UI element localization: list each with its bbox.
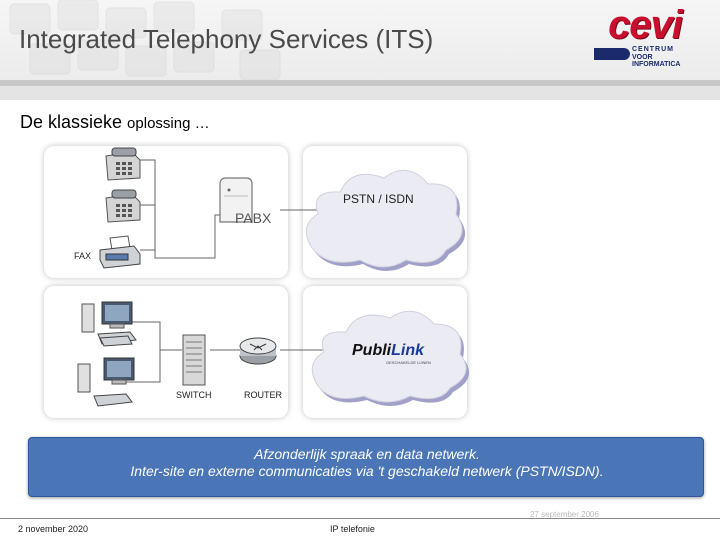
faded-date-text: 27 september 2006 <box>530 510 599 519</box>
switch-label: SWITCH <box>176 390 212 400</box>
workstation-icon <box>77 357 135 407</box>
header-banner: Integrated Telephony Services (ITS) cevi… <box>0 0 720 80</box>
summary-line-1: Afzonderlijk spraak en data netwerk. <box>254 446 480 462</box>
page-title: Integrated Telephony Services (ITS) <box>19 24 434 54</box>
header-divider <box>0 80 720 86</box>
network-switch-icon <box>182 334 206 386</box>
telephone-icon <box>105 189 141 223</box>
logo-subtitle-line1: CENTRUM <box>632 46 674 53</box>
summary-callout: Afzonderlijk spraak en data netwerk. Int… <box>28 437 704 497</box>
publilink-brand-b: Link <box>391 342 424 359</box>
keyboard-icon <box>99 335 133 347</box>
router-icon <box>239 337 277 365</box>
logo-brand-text: cevi <box>608 3 683 47</box>
footer-divider <box>0 518 720 519</box>
subtitle-main: De klassieke <box>20 112 128 132</box>
publilink-tagline: GESCHAKELDE LIJNEN <box>386 360 431 365</box>
fax-machine-icon <box>99 235 141 269</box>
subtitle-small: oplossing … <box>127 115 210 132</box>
footer-date: 2 november 2020 <box>18 524 89 534</box>
telephone-icon <box>105 147 141 181</box>
pabx-label: PABX <box>235 210 272 226</box>
router-label: ROUTER <box>244 390 282 400</box>
publilink-logo: PubliLink <box>352 342 424 360</box>
pstn-cloud-icon <box>305 169 466 271</box>
keyboard-background-image <box>9 0 281 80</box>
header-divider-light <box>0 86 720 100</box>
logo-subtitle-line2: VOOR INFORMATICA <box>632 54 681 68</box>
pabx-cabinet-icon <box>219 177 253 223</box>
logo-bar <box>594 48 630 60</box>
slide-subtitle: De klassieke oplossing … <box>20 112 210 133</box>
summary-line-2: Inter-site en externe communicaties via … <box>130 463 604 479</box>
publilink-cloud-icon <box>311 310 470 406</box>
footer-topic: IP telefonie <box>330 524 375 534</box>
pstn-isdn-label: PSTN / ISDN <box>343 192 414 206</box>
fax-label: FAX <box>74 251 92 261</box>
publilink-brand-a: Publi <box>352 342 392 359</box>
cevi-logo: cevi CENTRUM VOOR INFORMATICA <box>590 3 700 68</box>
